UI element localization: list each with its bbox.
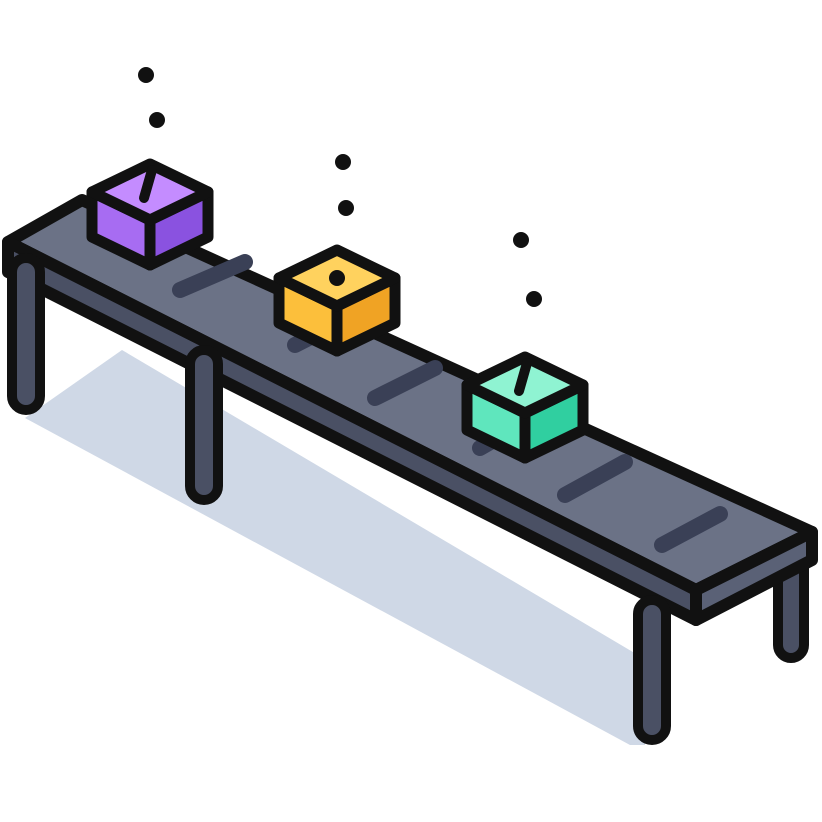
boxes-group bbox=[86, 158, 589, 464]
motion-dot bbox=[338, 200, 354, 216]
motion-dot bbox=[526, 291, 542, 307]
green-box bbox=[461, 351, 589, 464]
purple-box bbox=[86, 158, 214, 271]
leg-front-left bbox=[7, 253, 45, 415]
leg-front-right bbox=[633, 595, 671, 745]
motion-dot bbox=[335, 154, 351, 170]
floor-shadow bbox=[25, 350, 645, 745]
belt-end bbox=[690, 526, 818, 626]
box-mark-line bbox=[514, 358, 532, 396]
belt-dash bbox=[654, 506, 728, 553]
box-mark-dot bbox=[329, 270, 345, 286]
box-mark-line bbox=[139, 165, 157, 203]
motion-dot bbox=[149, 112, 165, 128]
motion-dot bbox=[513, 232, 529, 248]
front-legs bbox=[7, 253, 671, 745]
yellow-box bbox=[273, 244, 401, 357]
motion-dots bbox=[138, 67, 542, 307]
leg-front-middle bbox=[185, 345, 223, 505]
belt-dash bbox=[172, 254, 253, 298]
motion-dot bbox=[138, 67, 154, 83]
belt-dash bbox=[367, 360, 443, 406]
belt-dash bbox=[557, 454, 633, 503]
